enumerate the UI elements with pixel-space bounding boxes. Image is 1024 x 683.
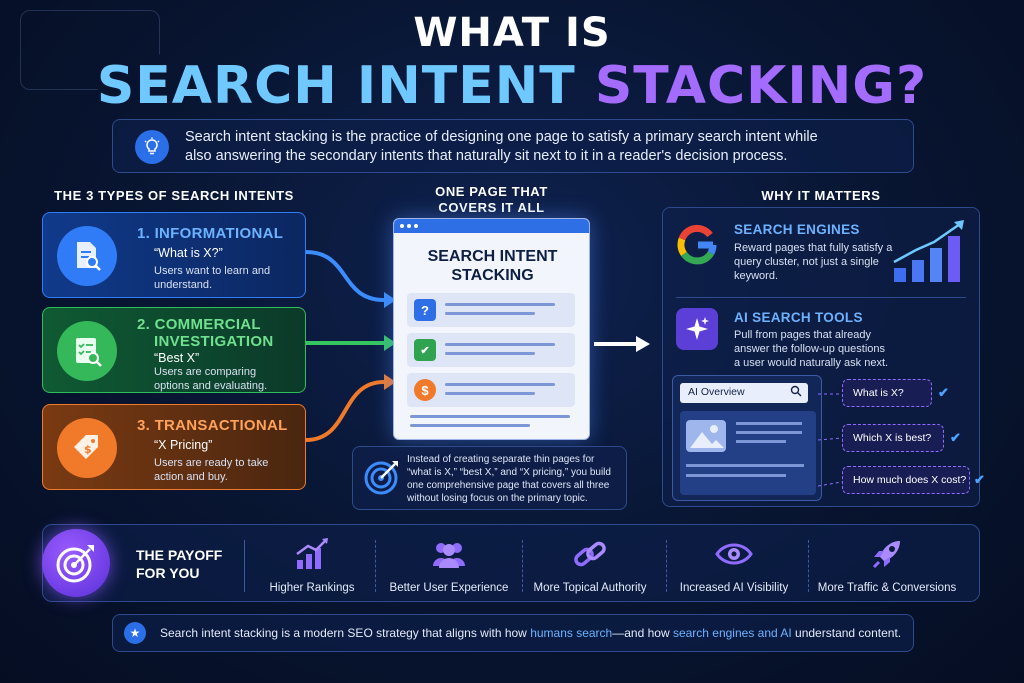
footer-text: Search intent stacking is a modern SEO s… bbox=[160, 626, 902, 640]
title-line-1: WHAT IS bbox=[413, 10, 611, 56]
check-icon: ✔ bbox=[950, 430, 961, 445]
benefit-ai-visibility: Increased AI Visibility bbox=[664, 538, 804, 594]
users-icon bbox=[379, 538, 519, 570]
target-icon bbox=[363, 458, 401, 501]
title-highlight-purple: STACKING? bbox=[594, 56, 928, 116]
intent-quote: “Best X” bbox=[154, 351, 200, 365]
intent-quote: “X Pricing” bbox=[154, 438, 213, 452]
eye-icon bbox=[664, 538, 804, 570]
browser-bar bbox=[394, 219, 589, 233]
payoff-title: THE PAYOFF FOR YOU bbox=[136, 547, 223, 581]
browser-dot bbox=[407, 224, 411, 228]
benefit-topical-authority: More Topical Authority bbox=[520, 538, 660, 594]
search-engines-text: Reward pages that fully satisfy a query … bbox=[734, 242, 893, 282]
why-divider bbox=[676, 297, 966, 298]
ai-search-tools-text: Pull from pages that already answer the … bbox=[734, 329, 889, 369]
title-line-2: SEARCH INTENT STACKING? bbox=[0, 56, 1024, 116]
check-icon: ✔ bbox=[938, 385, 949, 400]
why-heading: WHY IT MATTERS bbox=[761, 188, 881, 203]
search-engines-title: SEARCH ENGINES bbox=[734, 222, 860, 237]
question-pill: What is X? bbox=[842, 379, 932, 407]
dollar-icon: $ bbox=[414, 379, 436, 401]
payoff-divider bbox=[666, 540, 667, 592]
star-icon: ★ bbox=[124, 622, 146, 644]
checklist-search-icon bbox=[57, 321, 117, 381]
benefit-traffic-conversions: More Traffic & Conversions bbox=[814, 538, 960, 594]
content-row-checklist: ✔ bbox=[407, 333, 575, 367]
intent-card-informational: 1. INFORMATIONAL “What is X?” Users want… bbox=[42, 212, 306, 298]
question-pill: Which X is best? bbox=[842, 424, 944, 452]
payoff-divider bbox=[522, 540, 523, 592]
payoff-divider bbox=[808, 540, 809, 592]
target-arrow-icon bbox=[42, 529, 110, 597]
intent-desc: Users are ready to take action and buy. bbox=[154, 457, 269, 483]
note-text: Instead of creating separate thin pages … bbox=[407, 454, 611, 504]
sparkle-icon bbox=[676, 308, 718, 350]
checklist-icon: ✔ bbox=[414, 339, 436, 361]
arrow-head-commercial bbox=[384, 335, 396, 351]
search-icon bbox=[790, 385, 802, 400]
browser-dot bbox=[400, 224, 404, 228]
check-icon: ✔ bbox=[974, 472, 985, 487]
intent-quote: “What is X?” bbox=[154, 246, 223, 260]
svg-text:$: $ bbox=[84, 443, 92, 456]
arrow-head-informational bbox=[384, 292, 396, 308]
bar-growth-icon bbox=[890, 218, 974, 289]
arrow-to-why bbox=[594, 336, 650, 352]
stacking-note: Instead of creating separate thin pages … bbox=[352, 446, 627, 510]
link-chain-icon bbox=[520, 538, 660, 570]
title-highlight-blue: SEARCH INTENT bbox=[96, 56, 576, 116]
intro-box: Search intent stacking is the practice o… bbox=[112, 119, 914, 173]
payoff-divider bbox=[244, 540, 245, 592]
payoff-bar bbox=[42, 524, 980, 602]
arrow-head-transactional bbox=[384, 374, 396, 390]
payoff-divider bbox=[375, 540, 376, 592]
intent-desc: Users are comparing options and evaluati… bbox=[154, 366, 268, 392]
card-title: SEARCH INTENT STACKING bbox=[427, 248, 558, 284]
ai-search-tools-title: AI SEARCH TOOLS bbox=[734, 310, 863, 325]
rising-chart-icon bbox=[242, 538, 382, 570]
types-heading: THE 3 TYPES OF SEARCH INTENTS bbox=[54, 188, 294, 203]
content-row-question: ? bbox=[407, 293, 575, 327]
intent-title: 1. INFORMATIONAL bbox=[137, 225, 284, 242]
document-search-icon bbox=[57, 226, 117, 286]
content-row-pricing: $ bbox=[407, 373, 575, 407]
question-connectors bbox=[818, 393, 843, 487]
google-icon bbox=[674, 222, 720, 273]
browser-dot bbox=[414, 224, 418, 228]
intent-card-transactional: $ 3. TRANSACTIONAL “X Pricing” Users are… bbox=[42, 404, 306, 490]
question-icon: ? bbox=[414, 299, 436, 321]
benefit-better-ux: Better User Experience bbox=[379, 538, 519, 594]
intent-title: 3. TRANSACTIONAL bbox=[137, 417, 288, 434]
decorative-frame bbox=[20, 10, 160, 90]
flow-arrows bbox=[305, 250, 396, 442]
arrow-informational bbox=[305, 250, 385, 302]
intent-desc: Users want to learn and understand. bbox=[154, 265, 271, 291]
benefit-higher-rankings: Higher Rankings bbox=[242, 538, 382, 594]
rocket-icon bbox=[814, 538, 960, 570]
arrow-transactional bbox=[305, 380, 385, 442]
image-icon bbox=[686, 420, 726, 452]
intent-card-commercial: 2. COMMERCIAL INVESTIGATION “Best X” Use… bbox=[42, 307, 306, 393]
question-pill: How much does X cost? bbox=[842, 466, 970, 494]
ai-overview-search: AI Overview bbox=[680, 383, 808, 403]
lightbulb-icon bbox=[135, 130, 169, 164]
intro-text: Search intent stacking is the practice o… bbox=[185, 129, 818, 164]
intent-title: 2. COMMERCIAL INVESTIGATION bbox=[137, 316, 274, 350]
center-heading: ONE PAGE THAT COVERS IT ALL bbox=[435, 184, 548, 215]
footer-box bbox=[112, 614, 914, 652]
price-tag-icon: $ bbox=[57, 418, 117, 478]
search-intent-stacking-page: SEARCH INTENT STACKING ? ✔ $ bbox=[393, 218, 590, 440]
